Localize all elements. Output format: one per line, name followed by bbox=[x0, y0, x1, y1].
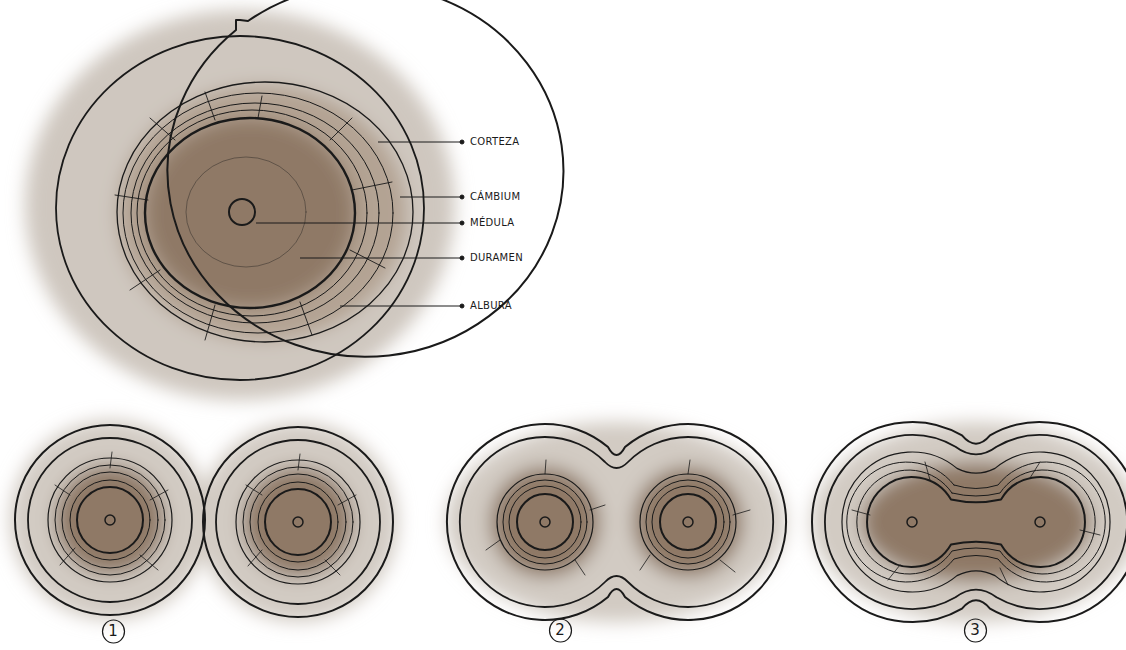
callout-number: 2 bbox=[555, 623, 565, 638]
callout-number: 3 bbox=[970, 623, 980, 638]
ring-lines bbox=[15, 0, 1126, 622]
callout-circle: 3 bbox=[963, 618, 988, 643]
callout-circle: 1 bbox=[101, 619, 126, 644]
leader-lines bbox=[256, 140, 464, 308]
part-label: ALBURA bbox=[470, 300, 512, 312]
callout-circle: 2 bbox=[548, 618, 573, 643]
part-label: CÁMBIUM bbox=[470, 191, 520, 203]
callout-number: 1 bbox=[108, 624, 118, 639]
part-label: CORTEZA bbox=[470, 136, 519, 148]
part-label: MÉDULA bbox=[470, 217, 514, 229]
part-label: DURAMEN bbox=[470, 252, 523, 264]
ink-wash bbox=[10, 10, 1126, 622]
